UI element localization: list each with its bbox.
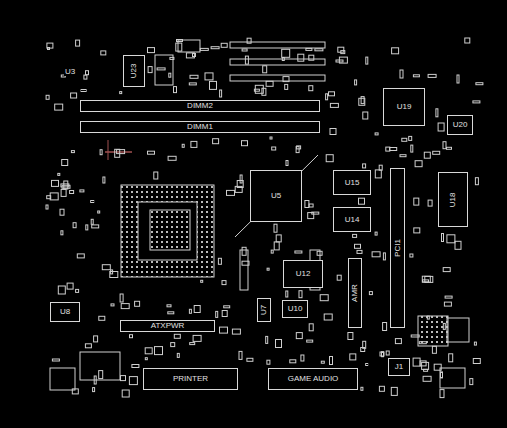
part-label: U12: [296, 270, 311, 278]
part-label: U8: [60, 308, 70, 316]
part-label: U20: [453, 121, 468, 129]
component-outline: U8: [50, 302, 80, 322]
component-outline: DIMM1: [80, 121, 320, 133]
part-label: GAME AUDIO: [288, 375, 339, 383]
part-label: U14: [345, 216, 360, 224]
part-label: U3: [64, 68, 76, 76]
part-label: PRINTER: [173, 375, 208, 383]
part-label: J1: [395, 363, 403, 371]
component-outline: U15: [333, 170, 371, 195]
component-outline: U12: [283, 260, 323, 288]
part-label: ATXPWR: [151, 322, 185, 330]
component-outline: AMR: [348, 258, 362, 328]
part-label: DIMM1: [187, 123, 213, 131]
component-outline: U20: [447, 115, 473, 135]
part-label: U10: [288, 305, 303, 313]
part-label: U18: [449, 192, 457, 207]
component-outline: U7: [257, 298, 271, 322]
part-label: U23: [130, 64, 138, 79]
part-label: U5: [271, 192, 281, 200]
part-label: DIMM2: [187, 102, 213, 110]
part-label: AMR: [351, 284, 359, 302]
component-outline: PRINTER: [143, 368, 238, 390]
component-outline: ATXPWR: [120, 320, 215, 332]
component-outline: DIMM2: [80, 100, 320, 112]
component-outline: GAME AUDIO: [268, 368, 358, 390]
cpu-socket: [121, 185, 214, 277]
component-outline: J1: [388, 358, 410, 376]
component-outline: U10: [282, 300, 308, 318]
component-outline: U19: [383, 88, 425, 126]
part-label: U7: [260, 305, 268, 315]
part-label: PCI1: [394, 239, 402, 257]
component-outline: U5: [250, 170, 302, 222]
component-outline: U23: [123, 55, 145, 87]
component-outline: U14: [333, 207, 371, 232]
part-label: U19: [397, 103, 412, 111]
component-outline: PCI1: [390, 168, 405, 328]
component-outline: U18: [438, 172, 468, 227]
part-label: U15: [345, 179, 360, 187]
